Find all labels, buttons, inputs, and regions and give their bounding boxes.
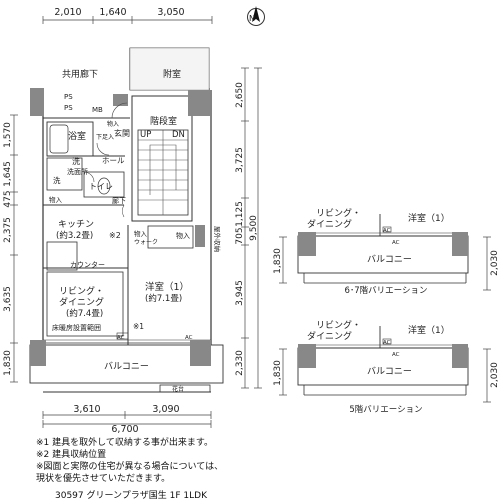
label-outdoor-storage: 屋外収納 <box>213 226 222 252</box>
compass-label: N <box>249 14 255 23</box>
left-dimension-line <box>10 114 18 383</box>
v2-label-living: リビング・ <box>316 319 361 331</box>
label-western-size: (約7.1畳) <box>145 293 182 304</box>
note-1: ※1 建具を取外して収納する事が出来ます。 <box>36 438 213 448</box>
v2-label-western: 洋室（1） <box>408 324 450 336</box>
label-bath: 浴室 <box>68 130 86 142</box>
right-dim-total: 9,500 <box>249 215 259 241</box>
door-swings <box>83 102 128 218</box>
label-mb: MB <box>92 106 103 114</box>
label-shoes-storage: 下足入 <box>96 134 114 141</box>
v2-label-balcony: バルコニー <box>367 366 412 377</box>
label-storage-mid: 物入 <box>176 231 190 240</box>
label-common-corridor: 共用廊下 <box>62 68 98 80</box>
label-kitchen: キッチン <box>58 219 94 230</box>
note-3: ※図面と実際の住宅が異なる場合については、 <box>36 462 224 472</box>
right-dim-1: 2,650 <box>235 82 245 108</box>
v2-title: 5階バリエーション <box>349 404 422 415</box>
v2-label-ac-b: AC <box>392 352 400 358</box>
variation-2-columns <box>298 344 468 368</box>
label-balcony: バルコニー <box>104 361 149 372</box>
top-dim-2: 1,640 <box>99 7 126 18</box>
v1-label-ac-b: AC <box>392 240 400 246</box>
right-dim-4: 705 <box>235 227 245 244</box>
right-dim-6: 2,330 <box>235 350 245 376</box>
left-dim-2: 1,645 <box>3 161 13 187</box>
right-dim-3: 1,125 <box>235 201 245 227</box>
right-dimension-line <box>241 67 262 389</box>
bottom-dimension-line <box>42 411 212 428</box>
top-dim-1: 2,010 <box>54 7 81 18</box>
label-ps2: PS <box>64 104 73 112</box>
v2-dim-left: 1,830 <box>273 360 283 386</box>
left-dim-4: 2,375 <box>3 217 13 243</box>
variation-2-dims <box>279 348 491 403</box>
label-ps1: PS <box>64 93 73 101</box>
top-dimension-line <box>42 16 213 24</box>
structural-columns <box>30 88 211 366</box>
label-foyer: 玄関 <box>114 128 130 138</box>
v2-label-dining: ダイニング <box>307 330 352 342</box>
stair-treads <box>138 130 188 215</box>
left-dim-6: 1,830 <box>3 350 13 376</box>
notes-block: ※1 建具を取外して収納する事が出来ます。 ※2 建具収納位置 ※図面と実際の住… <box>36 437 476 485</box>
v1-label-ac-a: AC <box>383 228 391 234</box>
yard-area <box>129 47 210 91</box>
label-floor-heating: 床暖房設置範囲 <box>52 323 101 332</box>
left-dim-5: 3,635 <box>3 286 13 312</box>
note-4: 現状を優先させていただきます。 <box>36 474 171 484</box>
label-dn: DN <box>172 130 185 140</box>
label-note1-mark: ※1 <box>133 322 144 331</box>
bottom-dim-1: 3,610 <box>73 404 100 415</box>
label-walk-closet: ウォーク <box>134 238 158 246</box>
v1-dim-left: 1,830 <box>273 248 283 274</box>
label-ac1: AC <box>117 335 125 341</box>
label-living: リビング・ <box>59 285 104 297</box>
label-western: 洋室（1） <box>145 281 189 293</box>
label-corridor: 廊下 <box>112 196 126 205</box>
note-2: ※2 建具収納位置 <box>36 450 107 460</box>
right-dim-5: 3,945 <box>235 280 245 306</box>
label-storage-top: 物入 <box>107 120 119 128</box>
bottom-dim-2: 3,090 <box>152 404 179 415</box>
ac-unit-main <box>116 332 129 340</box>
label-washer: 洗 <box>53 175 61 185</box>
label-ac2: AC <box>185 335 193 341</box>
variation-2-plan <box>297 326 469 396</box>
right-dim-2: 3,725 <box>235 147 245 173</box>
label-living-size: (約7.4畳) <box>66 308 103 319</box>
v2-label-ac-a: AC <box>383 340 391 346</box>
label-toilet: トイレ <box>89 182 113 191</box>
property-caption: 30597 グリーンプラザ国生 1F 1LDK <box>55 491 207 501</box>
v1-dim-right: 2,030 <box>490 250 500 276</box>
label-planter: 花台 <box>172 385 184 393</box>
label-wash: 洗 <box>72 156 80 166</box>
label-hall: ホール <box>102 156 125 165</box>
variation-1-dims <box>279 236 491 291</box>
left-dim-3: 475 <box>3 190 13 207</box>
v1-label-living: リビング・ <box>316 207 361 219</box>
variation-1-columns <box>298 232 468 256</box>
label-storage-left: 物入 <box>49 195 63 204</box>
v2-dim-right: 2,030 <box>490 362 500 388</box>
left-dim-1: 1,570 <box>3 122 13 148</box>
label-counter: カウンター <box>70 260 105 269</box>
compass-icon <box>247 6 265 26</box>
label-closet: 物入 <box>134 229 148 238</box>
label-dining: ダイニング <box>59 296 104 308</box>
label-kitchen-size: (約3.2畳) <box>56 230 93 241</box>
v1-label-balcony: バルコニー <box>367 254 412 265</box>
label-note2-mark: ※2 <box>109 231 121 240</box>
v1-label-western: 洋室（1） <box>408 212 450 224</box>
label-up: UP <box>140 130 151 140</box>
label-yard: 附室 <box>163 68 181 80</box>
v1-label-dining: ダイニング <box>307 218 352 230</box>
label-stairwell: 階段室 <box>150 115 177 127</box>
bottom-dim-total: 6,700 <box>111 424 138 435</box>
top-dim-3: 3,050 <box>157 7 184 18</box>
v1-title: 6･7階バリエーション <box>345 285 428 296</box>
label-dressing: 洗面所 <box>67 167 88 176</box>
